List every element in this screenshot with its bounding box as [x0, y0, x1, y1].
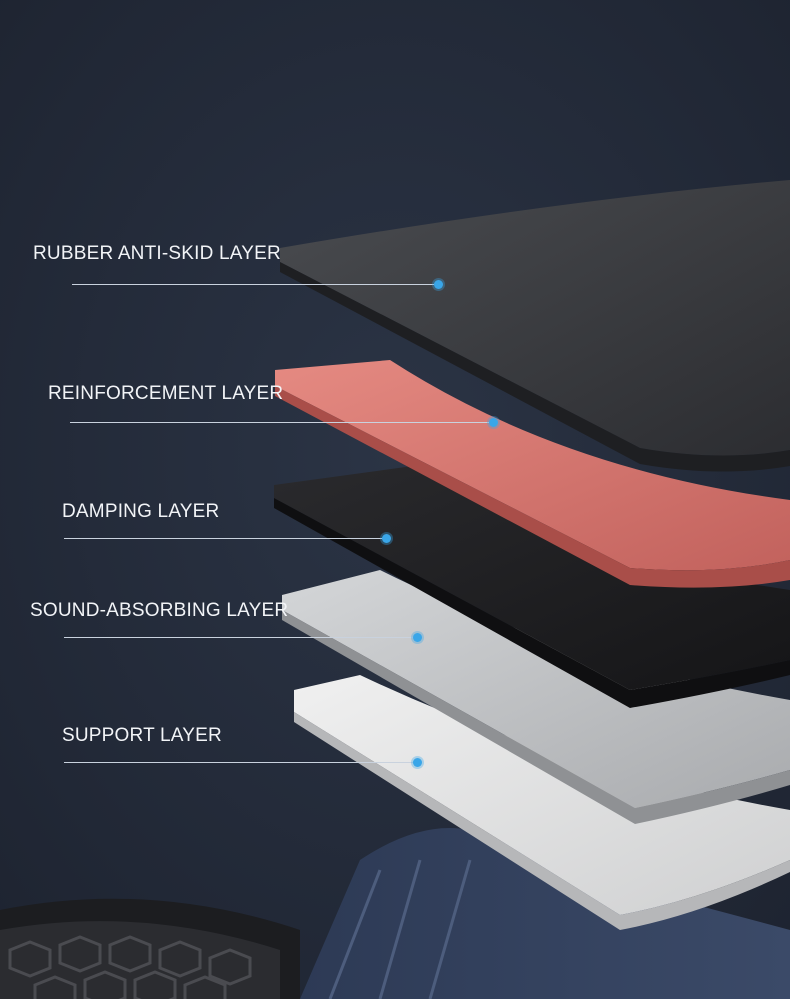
- leader-line-sound-absorbing: [64, 637, 416, 638]
- marker-dot-rubber-anti-skid: [434, 280, 443, 289]
- damping-layer-shape: [274, 465, 790, 708]
- layer-label-sound-absorbing: SOUND-ABSORBING LAYER: [30, 600, 289, 621]
- support-layer-shape: [294, 675, 790, 930]
- marker-dot-sound-absorbing: [413, 633, 422, 642]
- leader-line-reinforcement: [70, 422, 492, 423]
- marker-dot-damping: [382, 534, 391, 543]
- marker-dot-reinforcement: [489, 418, 498, 427]
- layer-label-damping: DAMPING LAYER: [62, 501, 220, 522]
- sound-absorbing-layer-shape: [282, 570, 790, 824]
- leader-line-support: [64, 762, 416, 763]
- reinforcement-layer-shape: [275, 360, 790, 588]
- tread-pattern-shape: [0, 898, 300, 999]
- leader-line-damping: [64, 538, 384, 539]
- marker-dot-support: [413, 758, 422, 767]
- leader-line-rubber-anti-skid: [72, 284, 437, 285]
- layer-label-rubber-anti-skid: RUBBER ANTI-SKID LAYER: [33, 243, 281, 264]
- pedal-base-shape: [300, 828, 790, 999]
- rubber-anti-skid-layer-shape: [280, 180, 790, 472]
- layer-label-support: SUPPORT LAYER: [62, 725, 222, 746]
- layer-label-reinforcement: REINFORCEMENT LAYER: [48, 383, 284, 404]
